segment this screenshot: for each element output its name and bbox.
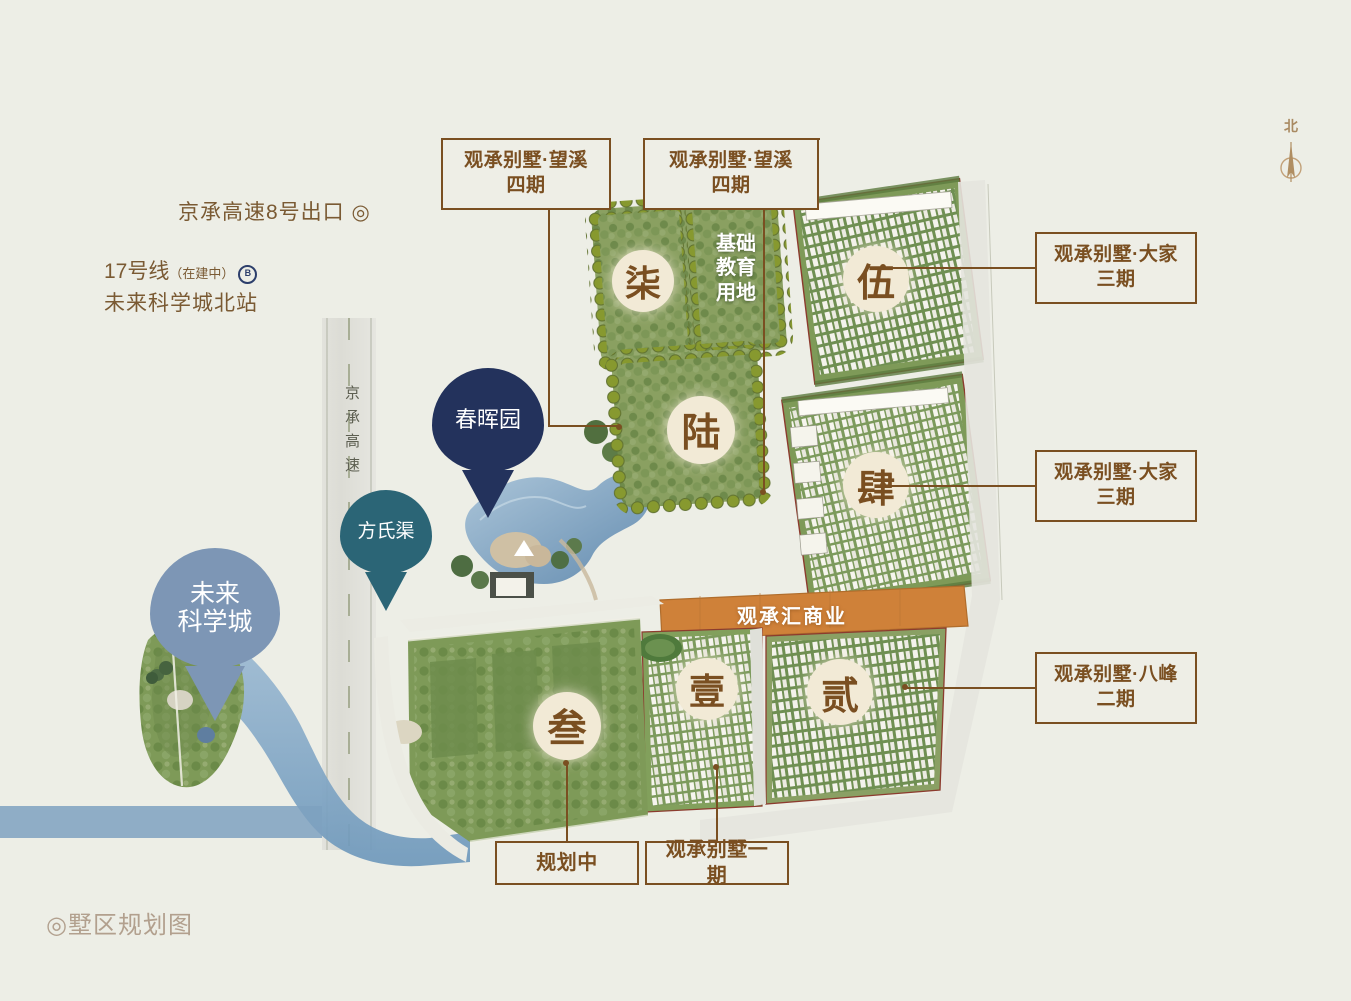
footer-caption: ◎墅区规划图 — [46, 912, 193, 939]
metro-line-label: 17号线（在建中）B — [104, 255, 258, 285]
metro-line-number: 17号线 — [104, 260, 170, 283]
callout-wangxi-4-right[interactable]: 观承别墅·望溪 四期 — [643, 138, 819, 210]
leader-dajia-upper-seg-0 — [883, 267, 1036, 269]
leader-wangxi-left-endpoint — [616, 424, 622, 430]
pin-fangshiqu-bulb: 方氏渠 — [340, 490, 432, 574]
callout-dajia-3-lower[interactable]: 观承别墅·大家 三期 — [1035, 450, 1197, 522]
callout-wangxi-4-left[interactable]: 观承别墅·望溪 四期 — [441, 138, 611, 210]
road-north-of-park3 — [400, 596, 664, 632]
leader-wangxi-left-seg-0 — [548, 210, 550, 427]
callout-guihuazhong-text: 规划中 — [536, 852, 598, 874]
compass-north-icon: 北 — [1278, 116, 1304, 195]
pin-chunhuiyuan-tail — [462, 470, 514, 518]
compass-north-label: 北 — [1284, 118, 1298, 134]
phase-marker-7: 柒 — [612, 250, 674, 312]
metro-line-status: （在建中） — [169, 266, 235, 281]
leader-guihuazhong-endpoint — [563, 760, 569, 766]
phase-marker-6: 陆 — [667, 396, 735, 464]
perimeter-road-east — [700, 180, 1003, 846]
callout-dajia-3-lower-text: 观承别墅·大家 三期 — [1054, 462, 1178, 508]
leader-dajia-lower-seg-0 — [883, 485, 1036, 487]
villa-block-1 — [638, 627, 763, 813]
phase-marker-3: 叁 — [533, 692, 601, 760]
pin-fangshiqu[interactable]: 方氏渠 — [340, 490, 432, 611]
phase-marker-2: 贰 — [807, 659, 873, 725]
leader-wangxi-right-seg-0 — [763, 210, 765, 492]
callout-guancheng-1-text: 观承别墅一期 — [665, 839, 769, 887]
road-west-loop — [374, 636, 468, 862]
pin-fangshiqu-tail — [365, 572, 407, 611]
commercial-strip-label: 观承汇商业 — [737, 606, 847, 628]
leader-guancheng1-endpoint — [713, 764, 719, 770]
river-fangshiqu — [0, 628, 470, 867]
highway-exit-label: 京承高速8号出口 ◎ — [178, 201, 371, 224]
park-block-3 — [386, 616, 649, 844]
leader-wangxi-left-seg-1 — [548, 425, 618, 427]
pin-weilai-kexuecheng-bulb: 未来 科学城 — [150, 548, 280, 668]
commercial-strip — [659, 585, 969, 641]
pin-weilai-kexuecheng[interactable]: 未来 科学城 — [150, 548, 280, 721]
pin-weilai-kexuecheng-tail — [185, 666, 245, 721]
metro-station-label: 未来科学城北站 — [104, 292, 258, 315]
compass-needle-icon — [1280, 142, 1302, 182]
leader-dajia-lower-endpoint — [880, 482, 886, 488]
callout-wangxi-4-left-text: 观承别墅·望溪 四期 — [464, 150, 588, 196]
callout-dajia-3-upper-text: 观承别墅·大家 三期 — [1054, 244, 1178, 290]
leader-guancheng1-seg-0 — [716, 766, 718, 842]
highway-name-label: 京承高速 — [343, 385, 360, 481]
callout-bafeng-2-text: 观承别墅·八峰 二期 — [1054, 664, 1178, 710]
pin-chunhuiyuan-bulb: 春晖园 — [432, 368, 544, 472]
education-land-label: 基础 教育 用地 — [716, 233, 756, 304]
leader-guihuazhong-seg-0 — [566, 762, 568, 842]
callout-bafeng-2[interactable]: 观承别墅·八峰 二期 — [1035, 652, 1197, 724]
leader-wangxi-right-endpoint — [760, 489, 766, 495]
metro-badge-icon: B — [238, 265, 258, 284]
callout-dajia-3-upper[interactable]: 观承别墅·大家 三期 — [1035, 232, 1197, 304]
leader-bafeng-seg-0 — [905, 687, 1036, 689]
callout-guihuazhong[interactable]: 规划中 — [495, 841, 639, 885]
callout-guancheng-1[interactable]: 观承别墅一期 — [645, 839, 789, 887]
pin-chunhuiyuan[interactable]: 春晖园 — [432, 368, 544, 518]
road-between-blocks — [750, 628, 766, 806]
phase-marker-5: 伍 — [843, 246, 909, 312]
leader-dajia-upper-endpoint — [880, 264, 886, 270]
leader-bafeng-endpoint — [902, 684, 908, 690]
phase-marker-1: 壹 — [676, 658, 738, 720]
callout-wangxi-4-right-text: 观承别墅·望溪 四期 — [669, 150, 793, 196]
